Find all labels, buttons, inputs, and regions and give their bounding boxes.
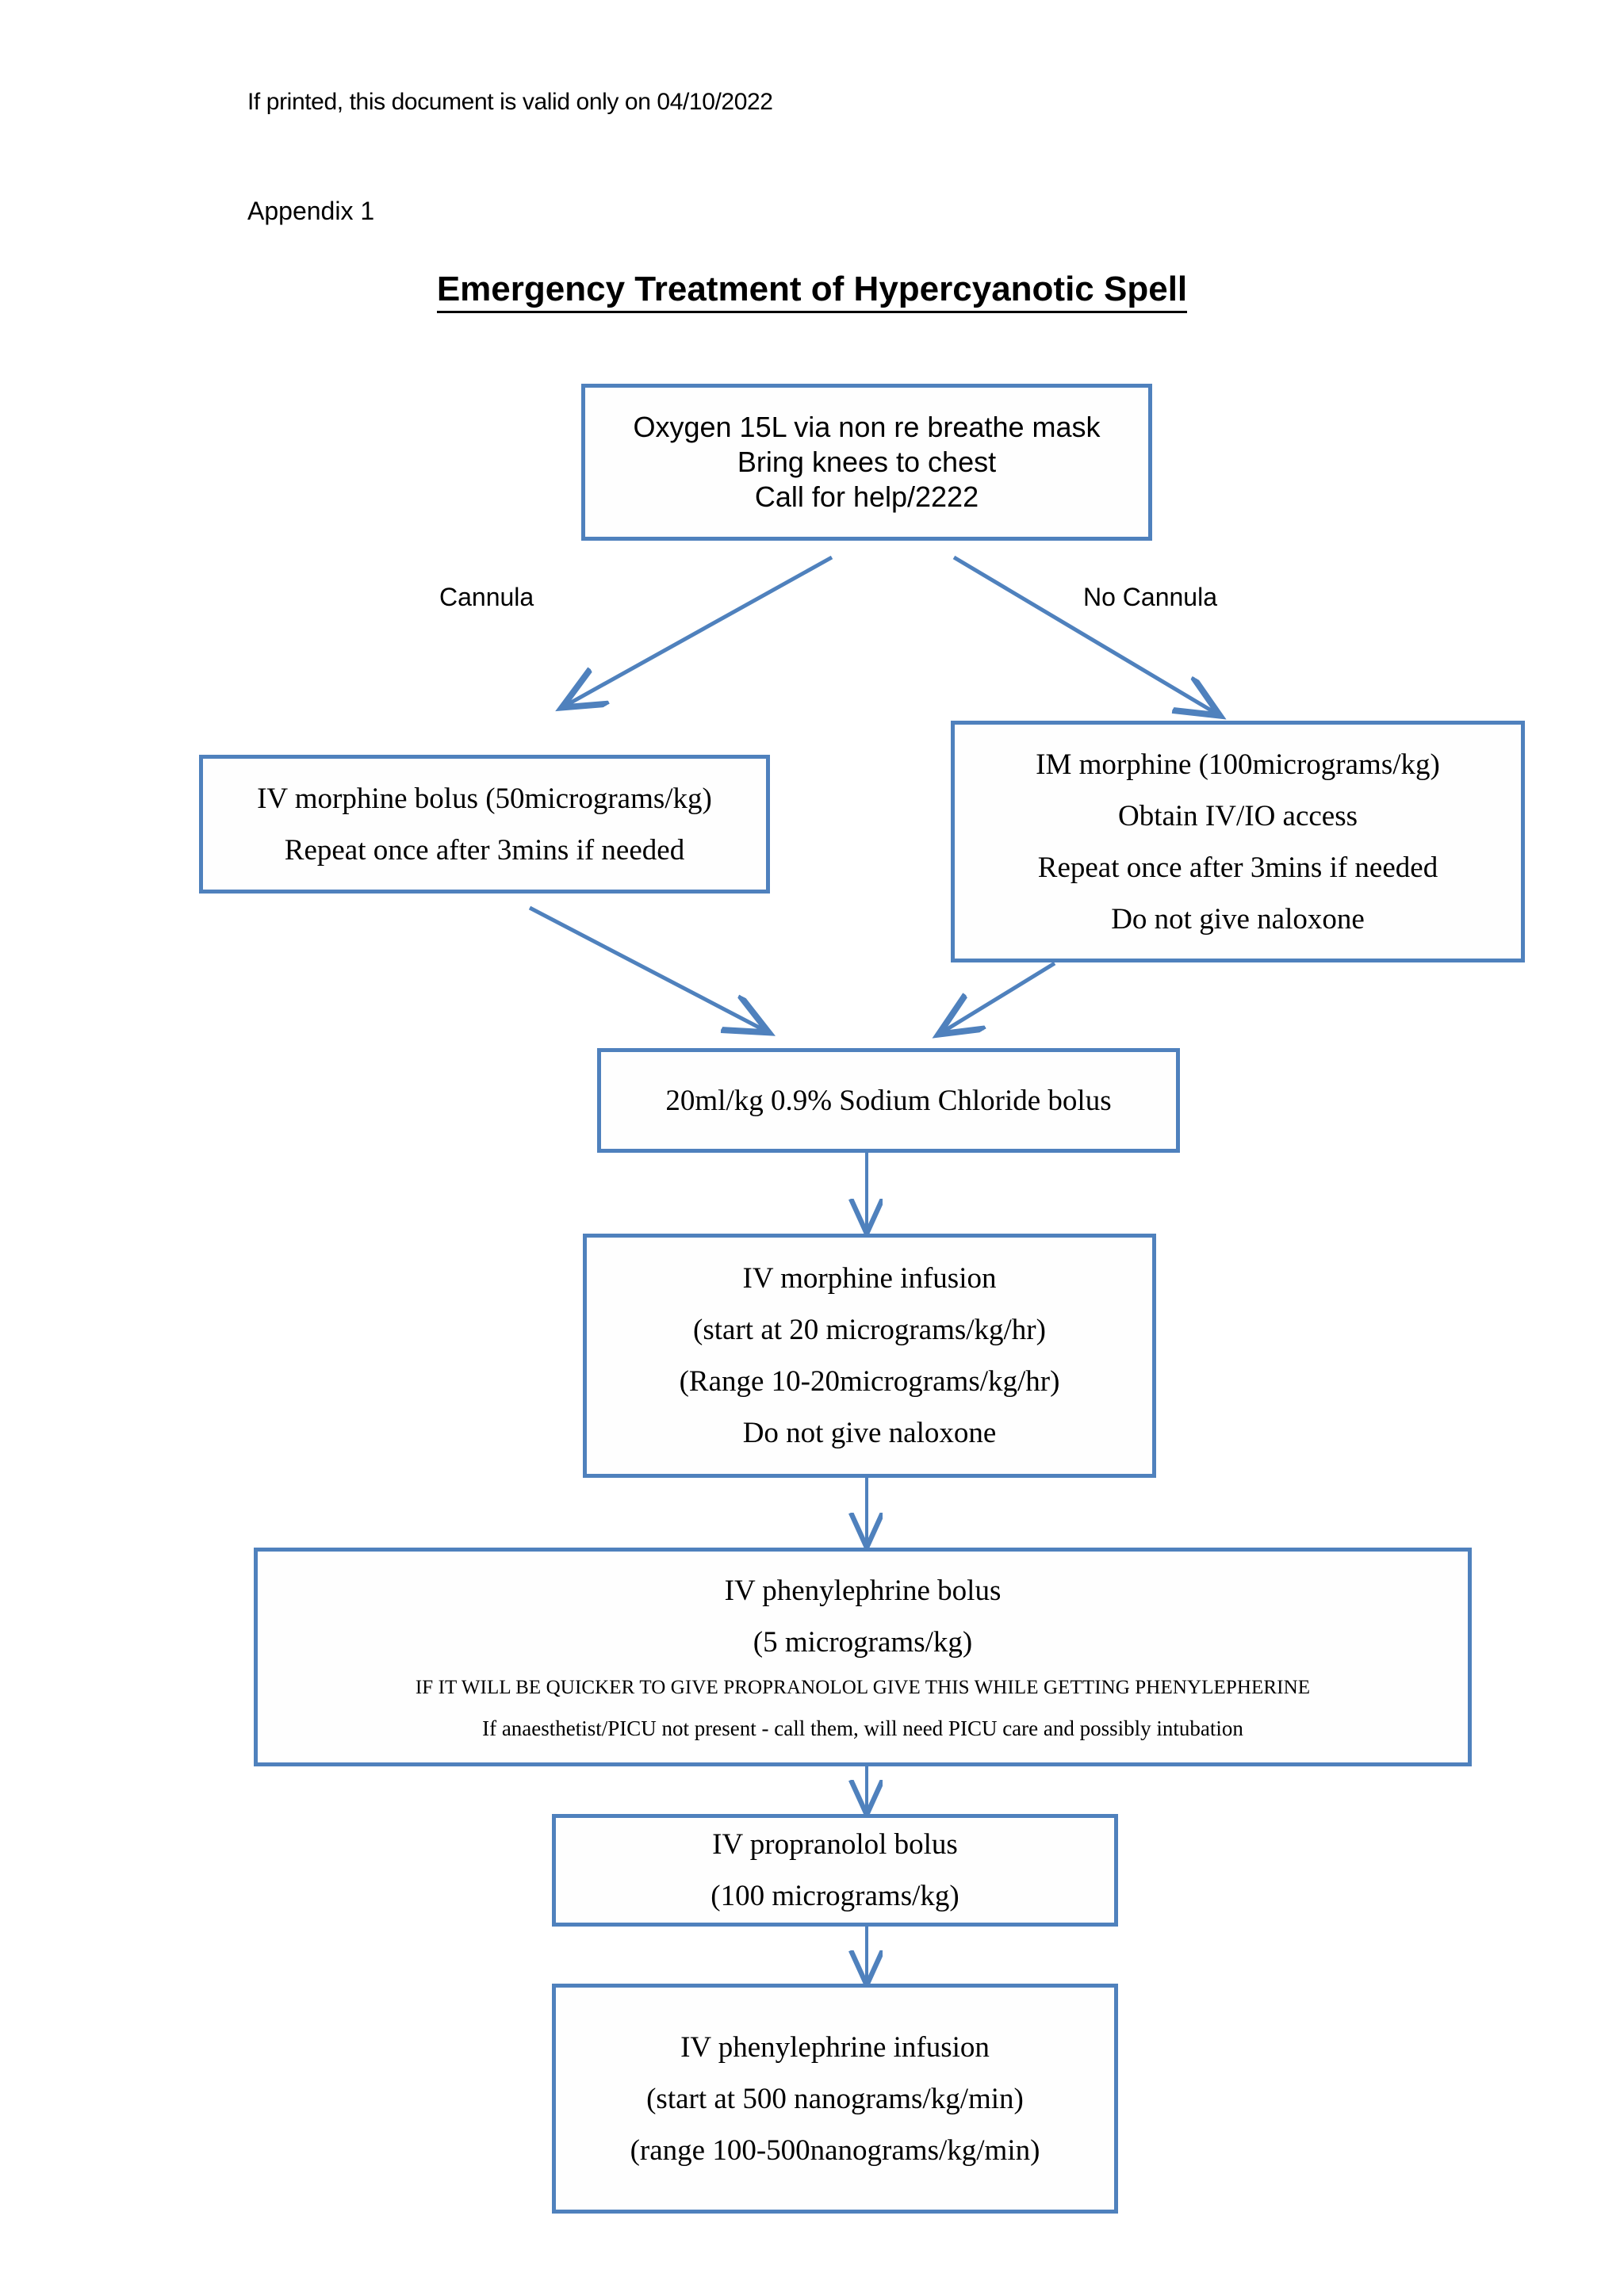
flow-box-im-morphine[interactable]: IM morphine (100micrograms/kg) Obtain IV… — [951, 721, 1525, 962]
connector-im-morphine-to-sodium — [942, 961, 1056, 1032]
flow-box-oxygen[interactable]: Oxygen 15L via non re breathe mask Bring… — [581, 384, 1152, 541]
flow-box-oxygen-line-2: Bring knees to chest — [737, 446, 997, 479]
branch-label-no-cannula: No Cannula — [1083, 583, 1217, 611]
flow-box-iv-propranolol-bolus-line-2: (100 micrograms/kg) — [710, 1880, 959, 1912]
flow-box-sodium-chloride-bolus-line-1: 20ml/kg 0.9% Sodium Chloride bolus — [665, 1084, 1112, 1117]
branch-label-cannula: Cannula — [439, 583, 534, 611]
flow-box-iv-phenylephrine-bolus-line-3: IF IT WILL BE QUICKER TO GIVE PROPRANOLO… — [415, 1676, 1311, 1698]
flow-box-im-morphine-line-2: Obtain IV/IO access — [1117, 799, 1358, 832]
flow-box-iv-morphine-bolus-line-2: Repeat once after 3mins if needed — [284, 833, 685, 867]
flow-box-iv-morphine-infusion-line-2: (start at 20 micrograms/kg/hr) — [693, 1314, 1046, 1346]
appendix-label: Appendix 1 — [247, 197, 375, 225]
flow-box-iv-phenylephrine-infusion-line-2: (start at 500 nanograms/kg/min) — [646, 2082, 1024, 2115]
flow-box-iv-morphine-bolus[interactable]: IV morphine bolus (50micrograms/kg) Repe… — [199, 755, 770, 894]
flow-box-iv-phenylephrine-bolus-line-2: (5 micrograms/kg) — [753, 1625, 973, 1659]
flow-box-iv-morphine-infusion-line-1: IV morphine infusion — [742, 1262, 997, 1295]
flow-box-im-morphine-line-4: Do not give naloxone — [1111, 902, 1365, 936]
print-validity-notice: If printed, this document is valid only … — [247, 89, 773, 115]
flow-box-iv-propranolol-bolus[interactable]: IV propranolol bolus (100 micrograms/kg) — [552, 1814, 1118, 1927]
flow-box-im-morphine-line-3: Repeat once after 3mins if needed — [1037, 851, 1438, 884]
connector-iv-morphine-to-sodium — [528, 905, 765, 1031]
flow-box-im-morphine-line-1: IM morphine (100micrograms/kg) — [1036, 748, 1440, 781]
flow-box-iv-phenylephrine-bolus-line-4: If anaesthetist/PICU not present - call … — [482, 1716, 1243, 1740]
page-title-text: Emergency Treatment of Hypercyanotic Spe… — [436, 270, 1188, 313]
flow-box-iv-morphine-bolus-line-1: IV morphine bolus (50micrograms/kg) — [257, 782, 712, 815]
flow-box-iv-phenylephrine-bolus-line-1: IV phenylephrine bolus — [724, 1574, 1002, 1607]
flow-box-sodium-chloride-bolus[interactable]: 20ml/kg 0.9% Sodium Chloride bolus — [597, 1048, 1180, 1153]
flow-box-iv-phenylephrine-infusion[interactable]: IV phenylephrine infusion (start at 500 … — [552, 1984, 1118, 2214]
connector-oxygen-to-iv-morphine — [565, 555, 833, 706]
flow-box-oxygen-line-1: Oxygen 15L via non re breathe mask — [633, 411, 1101, 444]
flow-box-iv-phenylephrine-bolus[interactable]: IV phenylephrine bolus (5 micrograms/kg)… — [254, 1548, 1472, 1766]
flow-box-iv-phenylephrine-infusion-line-3: (range 100-500nanograms/kg/min) — [630, 2133, 1040, 2167]
connector-oxygen-to-im-morphine — [952, 555, 1216, 714]
page-title: Emergency Treatment of Hypercyanotic Spe… — [0, 270, 1624, 313]
flow-box-iv-propranolol-bolus-line-1: IV propranolol bolus — [712, 1828, 958, 1861]
flow-box-oxygen-line-3: Call for help/2222 — [754, 480, 979, 513]
flow-box-iv-morphine-infusion-line-4: Do not give naloxone — [742, 1417, 997, 1449]
flow-box-iv-phenylephrine-infusion-line-1: IV phenylephrine infusion — [680, 2030, 990, 2064]
flow-box-iv-morphine-infusion-line-3: (Range 10-20micrograms/kg/hr) — [679, 1365, 1060, 1398]
flow-box-iv-morphine-infusion[interactable]: IV morphine infusion (start at 20 microg… — [583, 1234, 1156, 1478]
